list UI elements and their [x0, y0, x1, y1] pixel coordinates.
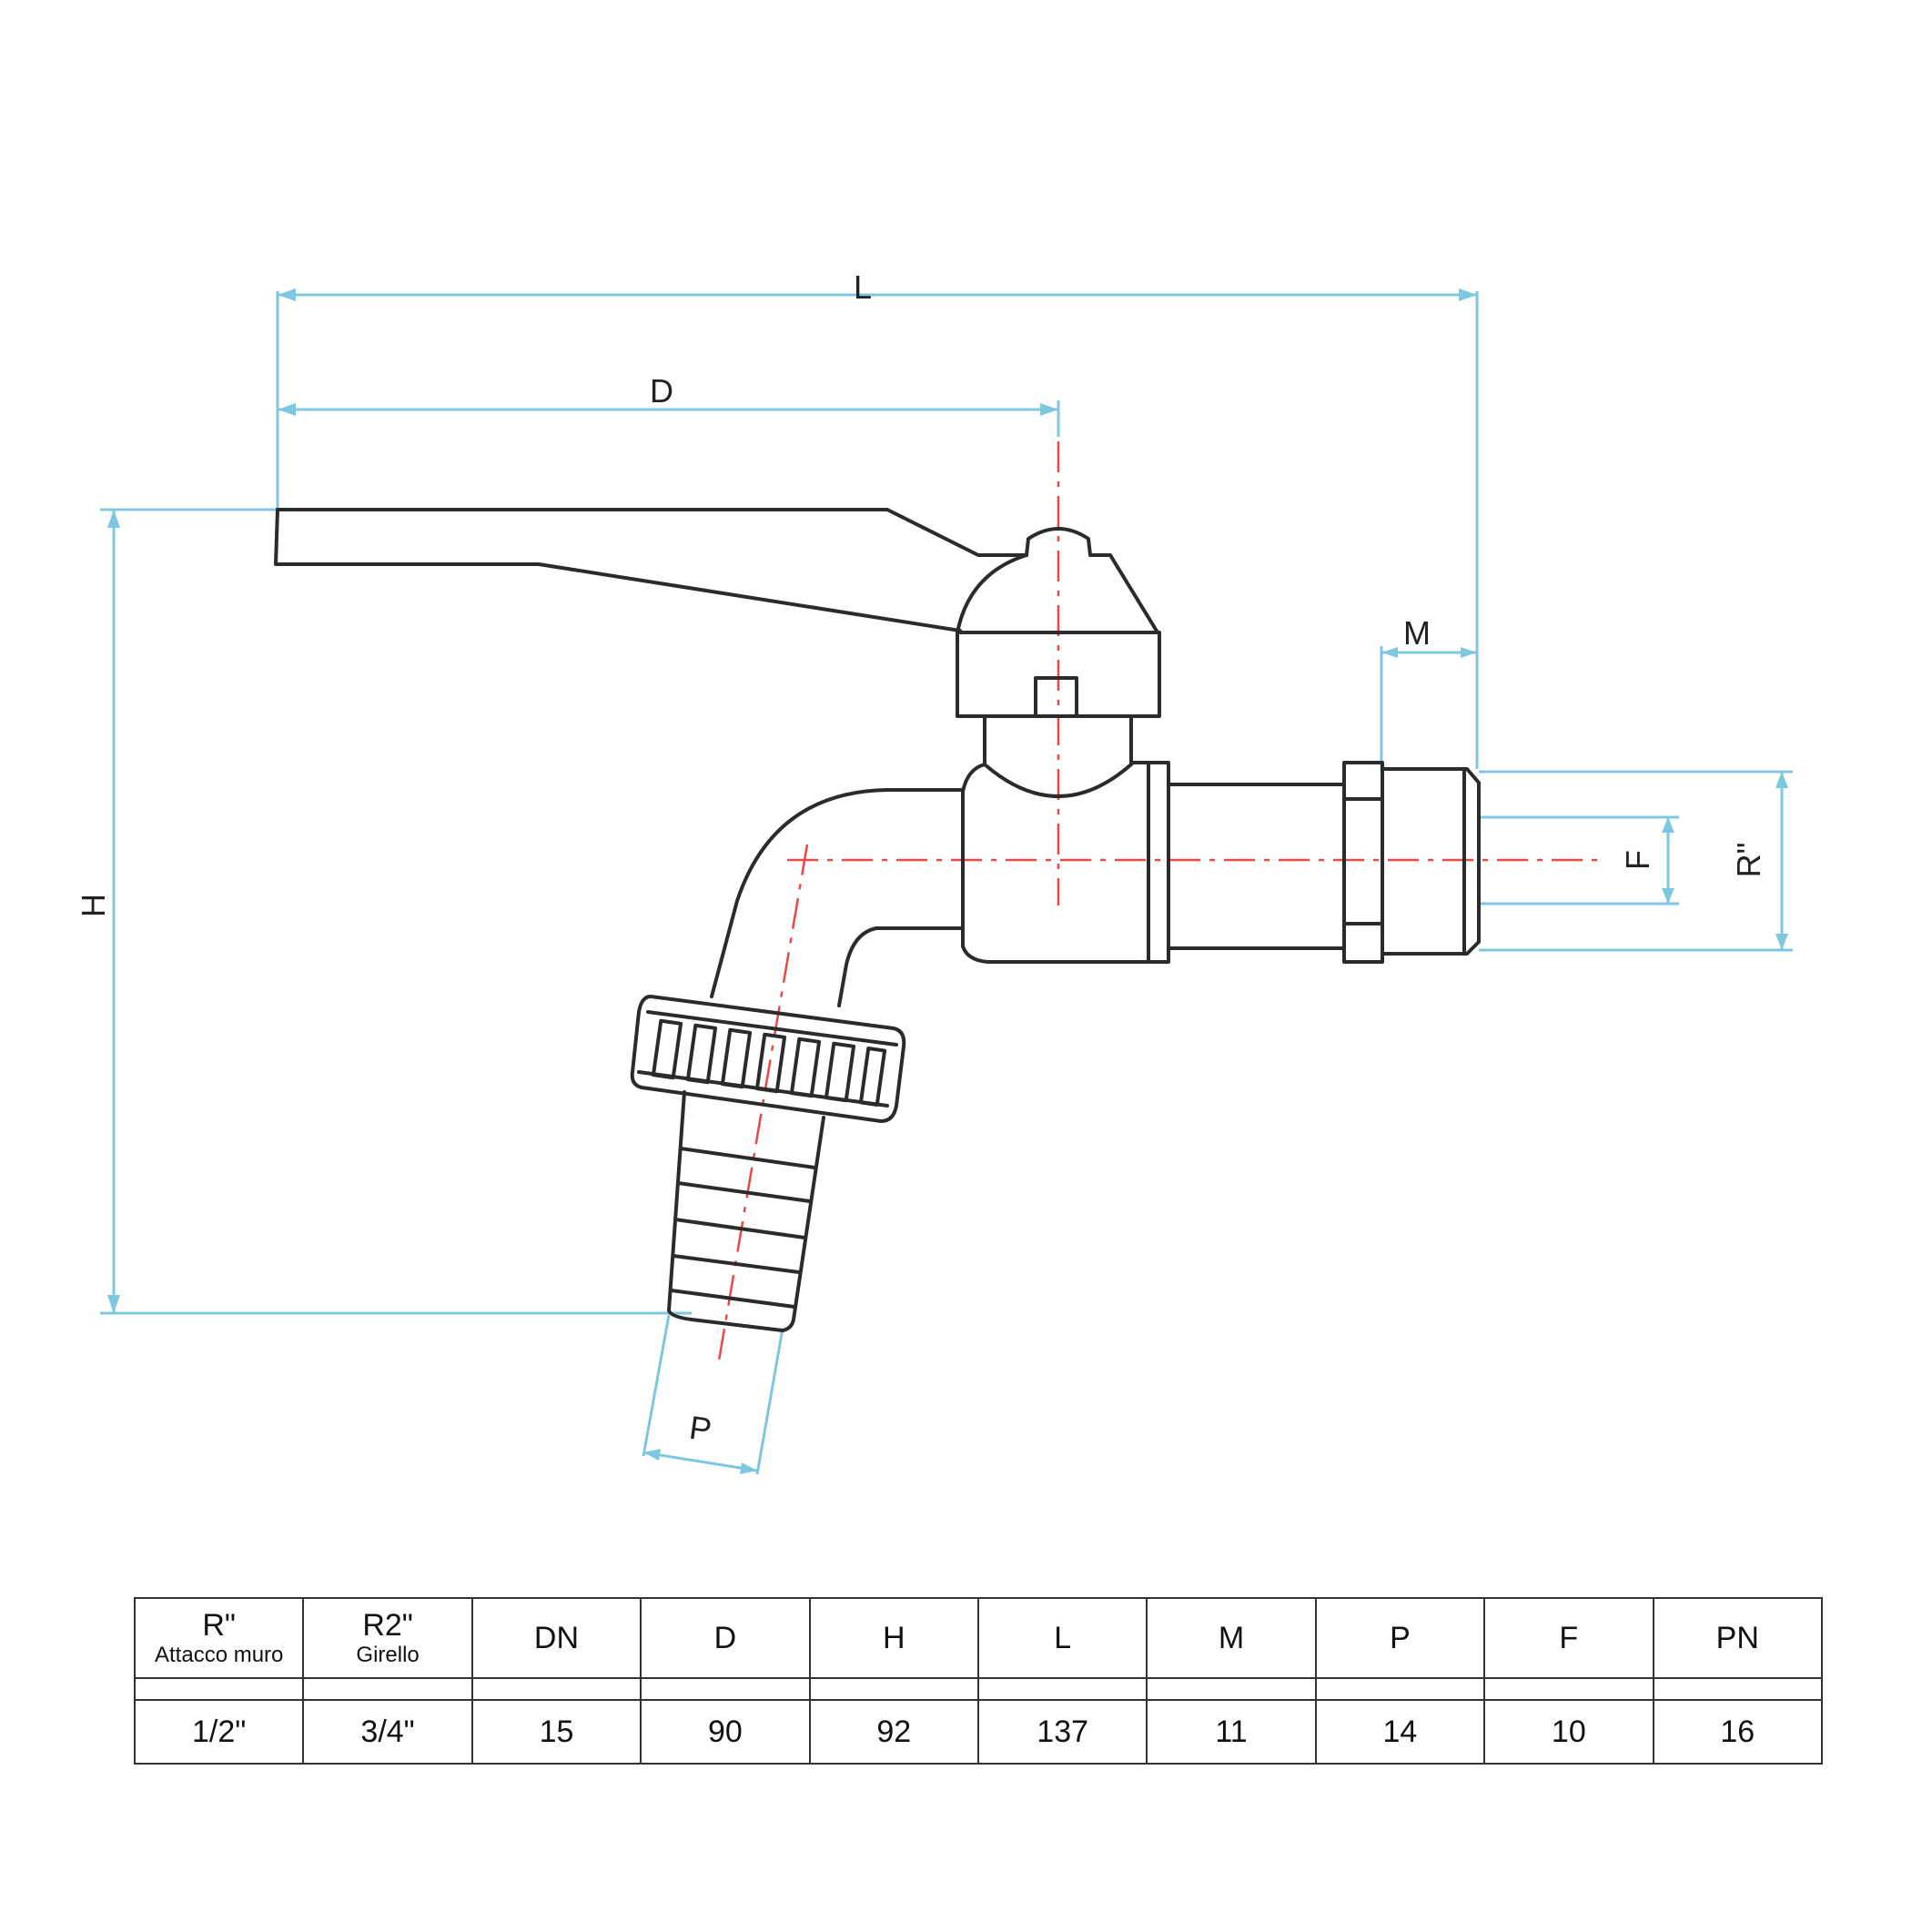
value-cell-f: 10	[1483, 1699, 1654, 1765]
header-cell-d: D	[640, 1597, 811, 1679]
label-H: H	[75, 894, 112, 917]
header-cell-h: H	[808, 1597, 979, 1679]
value-cell-r2: 3/4"	[302, 1699, 473, 1765]
header-cell-p: P	[1314, 1597, 1486, 1679]
center-lines	[717, 441, 1602, 1361]
label-P: P	[687, 1409, 713, 1449]
value-cell-dn: 15	[470, 1699, 642, 1765]
dimension-lines	[100, 288, 1793, 1475]
label-L: L	[854, 268, 872, 306]
table-spacer-row	[133, 1677, 1824, 1701]
header-cell-m: M	[1146, 1597, 1317, 1679]
header-main: R2"	[362, 1608, 413, 1643]
table-row: 1/2" 3/4" 15 90 92 137 11 14 10 16	[133, 1699, 1824, 1765]
specification-table: R"Attacco muro R2"Girello DN D H L M P F…	[133, 1597, 1824, 1765]
header-cell-f: F	[1483, 1597, 1654, 1679]
value-cell-p: 14	[1314, 1699, 1486, 1765]
value-cell-m: 11	[1146, 1699, 1317, 1765]
table-header-row: R"Attacco muro R2"Girello DN D H L M P F…	[133, 1597, 1824, 1679]
value-cell-pn: 16	[1652, 1699, 1824, 1765]
faucet-outline	[274, 508, 1481, 1332]
header-cell-dn: DN	[470, 1597, 642, 1679]
header-sub: Attacco muro	[155, 1643, 284, 1667]
value-cell-d: 90	[640, 1699, 811, 1765]
header-cell-l: L	[976, 1597, 1148, 1679]
header-main: R"	[202, 1608, 236, 1643]
label-M: M	[1403, 614, 1431, 652]
label-D: D	[650, 372, 673, 410]
value-cell-h: 92	[808, 1699, 979, 1765]
dimension-labels: L D M H F R" P	[75, 268, 1767, 1449]
header-sub: Girello	[356, 1643, 420, 1667]
label-F: F	[1619, 850, 1656, 870]
header-cell-r2: R2"Girello	[302, 1597, 473, 1679]
value-cell-r: 1/2"	[133, 1699, 305, 1765]
header-cell-r: R"Attacco muro	[133, 1597, 305, 1679]
value-cell-l: 137	[976, 1699, 1148, 1765]
label-R: R"	[1730, 843, 1767, 878]
header-cell-pn: PN	[1652, 1597, 1824, 1679]
